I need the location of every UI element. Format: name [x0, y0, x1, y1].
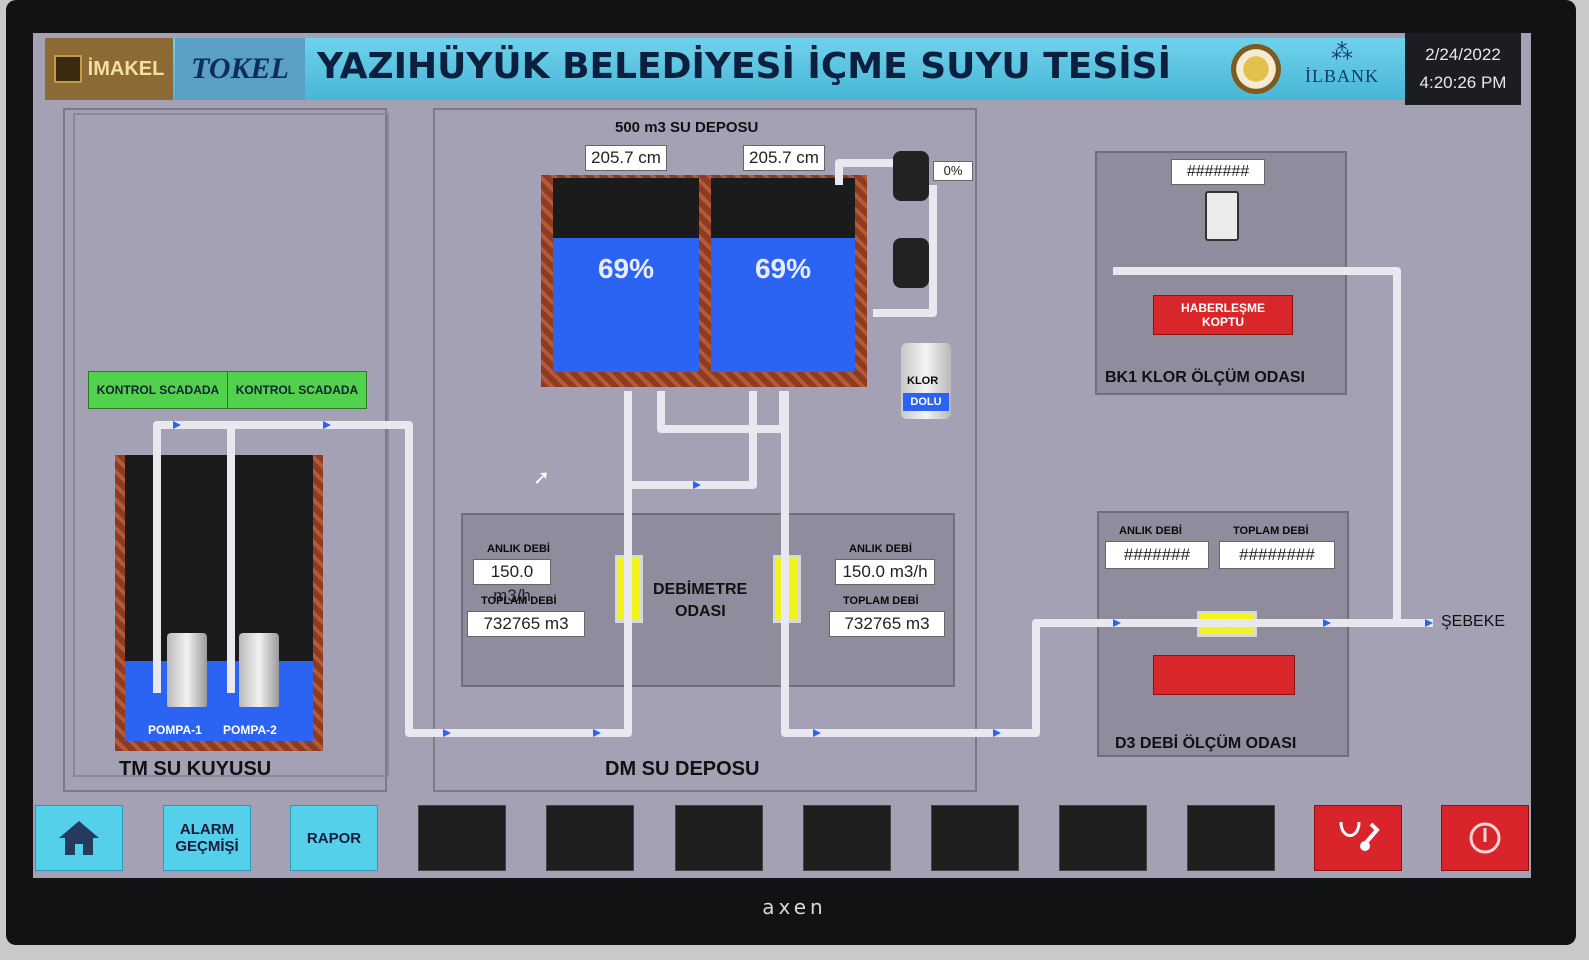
meter-room-title-2: ODASI	[675, 603, 726, 620]
home-icon	[59, 821, 99, 855]
d3-title: D3 DEBİ ÖLÇÜM ODASI	[1115, 735, 1297, 752]
maintenance-button[interactable]	[1314, 805, 1402, 871]
flow-arrows	[173, 421, 1433, 737]
bk1-alarm-line-2: KOPTU	[1202, 315, 1244, 329]
dosing-percent: 0%	[933, 161, 973, 181]
page-title: YAZIHÜYÜK BELEDİYESİ İÇME SUYU TESİSİ	[317, 46, 1171, 87]
tank-title: 500 m3 SU DEPOSU	[615, 119, 759, 136]
left-flow-label: ANLIK DEBİ	[487, 543, 550, 555]
tank-1-level: 205.7 cm	[585, 145, 667, 171]
chlorine-tank[interactable]: KLOR DOLU	[901, 343, 951, 419]
left-total-value: 732765 m3	[467, 611, 585, 637]
tank-2[interactable]: 69%	[711, 178, 855, 372]
control-badge-1: KONTROL SCADADA	[88, 371, 228, 409]
tank-2-level: 205.7 cm	[743, 145, 825, 171]
network-label: ŞEBEKE	[1441, 613, 1506, 630]
monitor-brand: axen	[762, 895, 827, 919]
d3-alarm-indicator[interactable]	[1153, 655, 1295, 695]
tokel-logo: TOKEL	[175, 38, 305, 100]
dm-panel	[433, 108, 977, 792]
alarm-history-button[interactable]: ALARM GEÇMİŞİ	[163, 805, 251, 871]
pipe-tank-2-bypass	[657, 391, 787, 433]
pump-1-label: POMPA-1	[148, 723, 202, 737]
blank-button-4[interactable]	[803, 805, 891, 871]
tm-title: TM SU KUYUSU	[119, 758, 272, 780]
blank-button-1[interactable]	[418, 805, 506, 871]
left-total-label: TOPLAM DEBİ	[481, 595, 557, 607]
pump-1[interactable]	[167, 633, 207, 707]
blank-button-3[interactable]	[675, 805, 763, 871]
right-total-label: TOPLAM DEBİ	[843, 595, 919, 607]
chlorine-sensor-icon[interactable]	[1205, 191, 1239, 241]
alarm-history-label-1: ALARM	[179, 821, 235, 838]
tank-1-fill: 69%	[597, 253, 655, 284]
pump-2[interactable]	[239, 633, 279, 707]
blank-button-7[interactable]	[1187, 805, 1275, 871]
tank-2-fill: 69%	[754, 253, 812, 284]
pipe-network	[153, 159, 1433, 737]
right-flow-value: 150.0 m3/h	[835, 559, 935, 585]
dosing-pump-1-icon[interactable]	[893, 151, 929, 201]
date: 2/24/2022	[1425, 45, 1501, 64]
scada-screen: İMAKEL TOKEL YAZIHÜYÜK BELEDİYESİ İÇME S…	[33, 33, 1531, 878]
right-flow-label: ANLIK DEBİ	[849, 543, 912, 555]
bk1-alarm-line-1: HABERLEŞME	[1180, 301, 1265, 315]
dosing-pump-2-icon[interactable]	[893, 238, 929, 288]
chlorine-status: DOLU	[903, 393, 949, 411]
municipality-seal-icon	[1231, 44, 1281, 94]
bk1-alarm[interactable]: HABERLEŞME KOPTU	[1153, 295, 1293, 335]
cursor-icon: ➚	[533, 467, 550, 489]
date-time: 2/24/2022 4:20:26 PM	[1405, 33, 1521, 105]
flow-meter-room	[461, 513, 955, 687]
tm-subpanel	[73, 113, 389, 777]
bk1-title: BK1 KLOR ÖLÇÜM ODASI	[1105, 369, 1305, 386]
pump-2-label: POMPA-2	[223, 723, 277, 737]
doctor-tools-icon	[1339, 821, 1380, 851]
blank-button-6[interactable]	[1059, 805, 1147, 871]
left-flow-value: 150.0 m3/h	[473, 559, 551, 605]
blank-button-5[interactable]	[931, 805, 1019, 871]
ilbank-logo: ⁂ İLBANK	[1305, 39, 1379, 86]
d3-total-label: TOPLAM DEBİ	[1233, 525, 1309, 537]
d3-total-value: ########	[1219, 541, 1335, 569]
shutdown-button[interactable]	[1441, 805, 1529, 871]
power-icon	[1469, 822, 1501, 854]
report-button[interactable]: RAPOR	[290, 805, 378, 871]
home-button[interactable]	[35, 805, 123, 871]
pipe-pump-1	[153, 391, 632, 737]
right-total-value: 732765 m3	[829, 611, 945, 637]
bk1-chlorine-value: #######	[1171, 159, 1265, 185]
meter-room-title-1: DEBİMETRE	[653, 581, 748, 598]
pipe-outlet	[781, 391, 1433, 737]
tm-panel	[63, 108, 387, 792]
d3-flow-label: ANLIK DEBİ	[1119, 525, 1182, 537]
pipe-tank-1-bypass	[628, 391, 757, 489]
tank-1-water	[553, 238, 699, 372]
imakel-logo: İMAKEL	[45, 38, 173, 100]
tank-2-water	[711, 238, 855, 372]
chlorine-label: KLOR	[907, 375, 939, 387]
pipe-dosing	[835, 159, 937, 317]
header-bar: İMAKEL TOKEL YAZIHÜYÜK BELEDİYESİ İÇME S…	[45, 33, 1521, 105]
d3-flow-value: #######	[1105, 541, 1209, 569]
dm-title: DM SU DEPOSU	[605, 758, 760, 780]
tank-1[interactable]: 69%	[553, 178, 699, 372]
blank-button-2[interactable]	[546, 805, 634, 871]
control-badge-2: KONTROL SCADADA	[227, 371, 367, 409]
alarm-history-label-2: GEÇMİŞİ	[175, 838, 239, 855]
time: 4:20:26 PM	[1419, 73, 1507, 92]
pipe-bk1	[1113, 267, 1401, 623]
